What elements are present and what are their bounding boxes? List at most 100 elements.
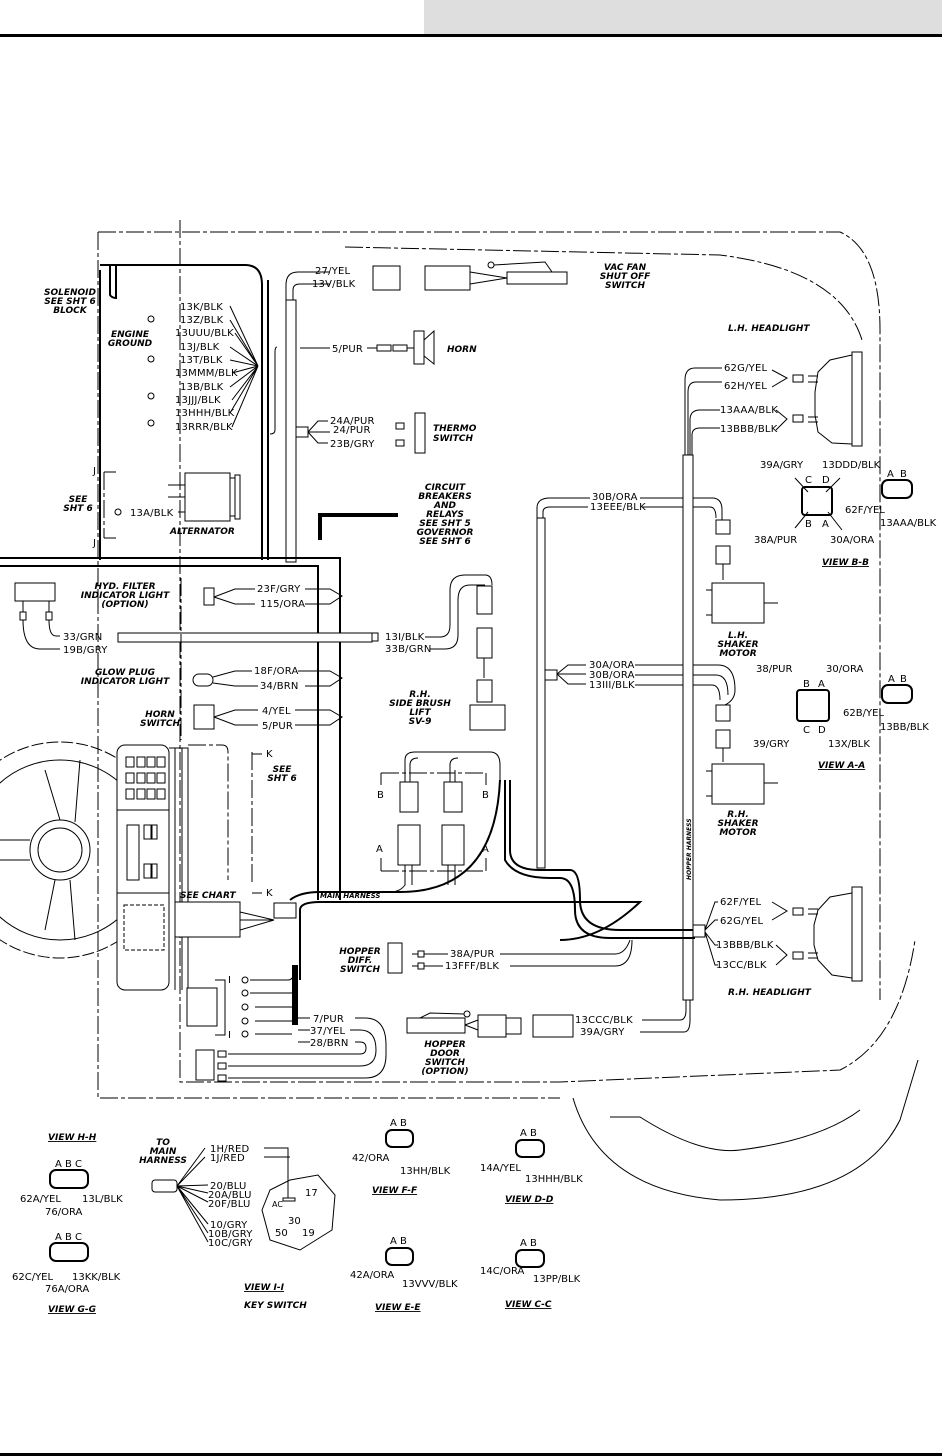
section-a-marker: A — [482, 844, 489, 855]
svg-text:17: 17 — [305, 1188, 318, 1199]
svg-text:B: B — [900, 674, 907, 685]
hyd-filter-label: HYD. FILTER — [94, 582, 155, 592]
view-ff: A B 42/ORA 13HH/BLK VIEW F-F — [352, 1118, 451, 1196]
connector-icon — [715, 545, 731, 565]
j-marker: J — [92, 538, 96, 549]
connector-3pin-icon — [49, 1169, 89, 1189]
hyd-indicator-light-icon — [14, 582, 56, 602]
connector-icon — [443, 781, 463, 813]
svg-text:SWITCH: SWITCH — [605, 281, 646, 291]
wire-label: 13BBB/BLK — [716, 940, 774, 951]
wire-label: 23F/GRY — [257, 584, 301, 595]
i-marker: I — [228, 1030, 231, 1041]
view-title: VIEW H-H — [48, 1133, 97, 1143]
left-dash-section: 33/GRN 19B/GRY HYD. FILTER INDICATOR LIG… — [0, 578, 387, 1082]
wire-label: 62H/YEL — [724, 381, 767, 392]
section-b-marker: B — [377, 790, 384, 801]
section-b-marker: B — [482, 790, 489, 801]
wire-label: 14A/YEL — [480, 1163, 521, 1174]
view-title: VIEW E-E — [375, 1303, 421, 1313]
wire-label: 62G/YEL — [720, 916, 763, 927]
vac-fan-switch-icon — [506, 271, 568, 285]
svg-text:CIRCUIT: CIRCUIT — [425, 483, 466, 493]
view-title: VIEW B-B — [822, 558, 869, 568]
svg-text:DOOR: DOOR — [430, 1049, 460, 1059]
alternator-icon — [184, 472, 231, 522]
svg-text:SIDE BRUSH: SIDE BRUSH — [389, 699, 451, 709]
wire-label: 39/GRY — [753, 739, 790, 750]
wire-label: 13L/BLK — [82, 1194, 123, 1205]
section-a-marker: A — [376, 844, 383, 855]
console-indicator-grid — [123, 756, 166, 951]
view-aa: 38/PUR 30/ORA B A C D 39/GRY 13X/BLK A B… — [753, 664, 929, 771]
connector-icon — [441, 824, 465, 866]
wire-label: 13JJJ/BLK — [175, 395, 221, 406]
svg-text:RELAYS: RELAYS — [426, 510, 464, 520]
wire-label: 13CCC/BLK — [575, 1015, 633, 1026]
svg-text:SWITCH: SWITCH — [340, 965, 381, 975]
key-switch-label: KEY SWITCH — [244, 1301, 307, 1311]
wire-label: 10B/GRY — [208, 1229, 253, 1240]
svg-text:SEE SHT 6: SEE SHT 6 — [44, 297, 95, 307]
wire-label: 13III/BLK — [589, 680, 635, 691]
view-title: VIEW G-G — [48, 1305, 96, 1315]
connector-2pin-icon — [881, 684, 913, 704]
wire-label: 62F/YEL — [720, 897, 761, 908]
ring-terminal-icon — [147, 355, 155, 363]
key-switch-icon — [261, 1174, 336, 1251]
wire-label: 33B/GRN — [385, 644, 432, 655]
svg-text:A B: A B — [390, 1236, 407, 1247]
lh-shaker-label: L.H. — [728, 631, 748, 641]
wire-label: 13HHH/BLK — [175, 408, 235, 419]
view-ee: A B 42A/ORA 13VVV/BLK VIEW E-E — [350, 1236, 458, 1313]
glow-plug-label: GLOW PLUG — [95, 668, 155, 678]
svg-text:MOTOR: MOTOR — [719, 649, 756, 659]
connector-icon — [715, 729, 731, 749]
svg-text:TO: TO — [156, 1138, 170, 1148]
top-components: 27/YEL 13V/BLK VAC FAN SHUT OFF SWITCH 5… — [285, 261, 651, 547]
wire-label: 13I/BLK — [385, 632, 425, 643]
thermo-switch-label: THERMO — [433, 424, 477, 434]
k-marker: K — [266, 888, 273, 899]
svg-text:SV-9: SV-9 — [409, 717, 432, 727]
wire-label: 28/BRN — [310, 1038, 349, 1049]
svg-text:GROUND: GROUND — [108, 339, 153, 349]
wire-label: 23B/GRY — [330, 439, 375, 450]
wire-label: 10/GRY — [210, 1220, 248, 1231]
j-marker: J — [92, 466, 96, 477]
svg-text:(OPTION): (OPTION) — [101, 600, 148, 610]
svg-text:B: B — [805, 519, 812, 530]
footer-rule — [0, 1453, 942, 1456]
svg-text:AC: AC — [272, 1200, 283, 1209]
wire-label: 10C/GRY — [208, 1238, 253, 1249]
wire-label: 42/ORA — [352, 1153, 390, 1164]
wire-label: 33/GRN — [63, 632, 102, 643]
svg-text:MAIN: MAIN — [150, 1147, 177, 1157]
svg-text:C: C — [803, 725, 810, 736]
svg-text:B: B — [803, 679, 810, 690]
wire-label: 30/ORA — [826, 664, 864, 675]
engine-ground-section: SOLENOID SEE SHT 6 BLOCK ENGINE GROUND 1… — [44, 265, 278, 549]
vac-fan-label: VAC FAN — [604, 263, 647, 273]
svg-text:SHAKER: SHAKER — [717, 819, 758, 829]
wire-label: 38A/PUR — [754, 535, 797, 546]
view-title: VIEW I-I — [244, 1283, 285, 1293]
view-cc: A B 14C/ORA 13PP/BLK VIEW C-C — [480, 1238, 581, 1310]
view-hh: VIEW H-H A B C 62A/YEL 76/ORA 13L/BLK — [20, 1133, 123, 1218]
connector-icon — [715, 519, 731, 535]
ring-terminal-icon — [147, 392, 155, 400]
wire-label: 62F/YEL — [845, 505, 885, 516]
connector-3pin-icon — [49, 1242, 89, 1262]
connector-4pin-icon — [801, 486, 833, 516]
wire-label: 13KK/BLK — [72, 1272, 121, 1283]
wire-label: 19B/GRY — [63, 645, 108, 656]
wire-label: 76A/ORA — [45, 1284, 89, 1295]
connector-icon — [372, 265, 401, 291]
svg-text:INDICATOR LIGHT: INDICATOR LIGHT — [81, 591, 170, 601]
svg-text:A B: A B — [520, 1128, 537, 1139]
lh-headlight-label: L.H. HEADLIGHT — [728, 324, 810, 334]
wire-label: 13BB/BLK — [880, 722, 929, 733]
wire-label: 38/PUR — [756, 664, 792, 675]
i-marker: I — [228, 975, 231, 986]
